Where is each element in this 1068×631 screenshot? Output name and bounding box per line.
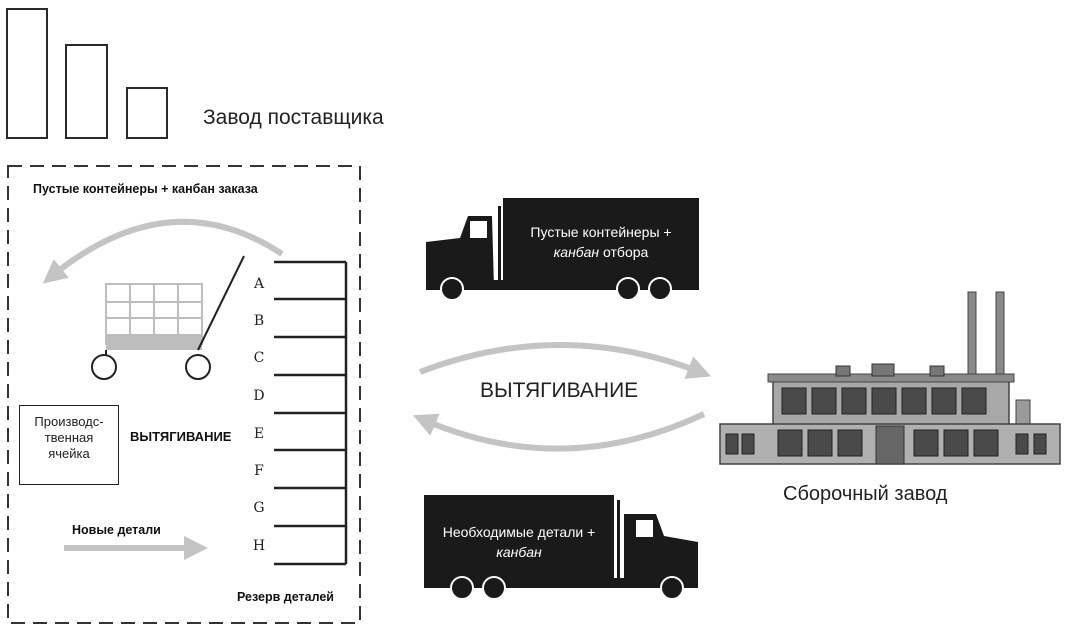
truck-top-label: Пустые контейнеры + канбан отбора: [503, 222, 699, 262]
pull-inner-label: ВЫТЯГИВАНИЕ: [130, 429, 232, 444]
production-cell-line2: твенная: [44, 430, 94, 445]
shelf-rack: [274, 260, 348, 566]
shelf-label-a: A: [253, 276, 265, 292]
production-cell-line1: Производс-: [34, 414, 104, 429]
truck-top-line2-italic: канбан: [553, 244, 600, 260]
truck-bottom-label: Необходимые детали + канбан: [424, 522, 614, 562]
supplier-building-medium: [65, 44, 108, 139]
shelf-label-b: B: [253, 313, 265, 329]
truck-bottom: [424, 495, 698, 600]
truck-top-line2: канбан отбора: [503, 242, 699, 262]
truck-top: [426, 198, 699, 301]
shelf-label-f: F: [254, 463, 264, 479]
supplier-building-small: [126, 87, 168, 139]
pull-arrow-left: [412, 411, 706, 452]
truck-top-line2-rest: отбора: [599, 244, 649, 260]
shelf-label-c: C: [253, 350, 265, 366]
empty-containers-label: Пустые контейнеры + канбан заказа: [33, 182, 258, 196]
pull-arrow-right: [418, 342, 712, 379]
cart: [91, 255, 245, 380]
truck-top-line1: Пустые контейнеры +: [530, 224, 672, 240]
assembly-label: Сборочный завод: [783, 483, 948, 505]
truck-bottom-line2: канбан: [424, 542, 614, 562]
pull-main-label: ВЫТЯГИВАНИЕ: [480, 379, 639, 402]
production-cell-line3: ячейка: [48, 446, 90, 461]
truck-bottom-line1: Необходимые детали +: [442, 524, 596, 540]
inner-curved-arrow: [42, 218, 284, 284]
shelf-label-g: G: [253, 500, 265, 516]
assembly-plant: [719, 291, 1061, 465]
shelf-label-d: D: [253, 388, 265, 404]
new-parts-label: Новые детали: [72, 523, 161, 537]
supplier-building-tall: [6, 8, 48, 139]
shelf-label-h: H: [252, 538, 266, 554]
truck-bottom-line2-italic: канбан: [496, 544, 542, 560]
production-cell: Производс- твенная ячейка: [19, 405, 119, 485]
supplier-boundary: [7, 165, 361, 624]
supplier-label: Завод поставщика: [203, 106, 384, 129]
reserve-label: Резерв деталей: [237, 590, 334, 604]
shelf-label-e: E: [253, 426, 265, 442]
